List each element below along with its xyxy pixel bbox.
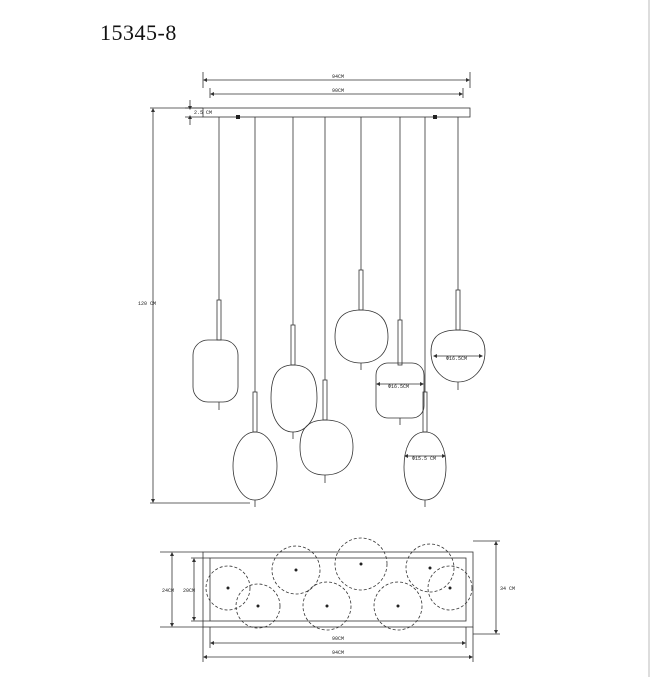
canopy-height-label: 2.5 CM xyxy=(194,110,212,116)
canopy-outer-width-dimension xyxy=(202,72,471,88)
top-view: 20CM 24CM 34 CM 90CM 94CM xyxy=(160,537,515,662)
canopy-screw-left xyxy=(236,115,240,119)
diameter-label-b: Φ16.5CM xyxy=(388,384,409,390)
diameter-label-c: Φ15.5 CM xyxy=(412,456,436,462)
top-shade-centers xyxy=(226,562,452,608)
overall-depth-dimension xyxy=(473,540,500,635)
canopy-screw-right xyxy=(433,115,437,119)
model-code: 15345-8 xyxy=(100,20,177,45)
front-view: 94CM 90CM 2.5 CM 120 CM xyxy=(138,72,486,507)
top-canopy-inner xyxy=(209,557,467,622)
pendant-8 xyxy=(430,117,486,390)
total-height-label: 120 CM xyxy=(138,301,156,307)
canopy-inner-width-label: 90CM xyxy=(332,88,344,94)
diameter-label-a: Φ16.5CM xyxy=(446,356,467,362)
pendant-7 xyxy=(403,117,447,507)
outer-depth-label: 24CM xyxy=(162,588,174,594)
outer-length-dimension xyxy=(202,627,474,662)
inner-length-label: 90CM xyxy=(332,636,344,642)
canopy-outer-width-label: 94CM xyxy=(332,74,344,80)
canopy-inner-width-dimension xyxy=(209,88,464,98)
top-shade-outlines xyxy=(205,537,473,631)
outer-depth-dimension xyxy=(160,551,203,628)
pendant-5 xyxy=(334,117,389,370)
pendant-4 xyxy=(299,117,354,483)
inner-depth-label: 20CM xyxy=(183,588,195,594)
inner-length-dimension xyxy=(209,627,467,648)
pendant-1 xyxy=(192,117,239,410)
inner-depth-dimension xyxy=(191,557,210,622)
pendant-6 xyxy=(375,117,425,425)
total-height-dimension xyxy=(150,107,250,504)
pendant-3 xyxy=(270,117,318,439)
pendant-2 xyxy=(232,117,278,507)
outer-length-label: 94CM xyxy=(332,650,344,656)
overall-depth-label: 34 CM xyxy=(500,586,515,592)
canopy-bar xyxy=(202,107,471,118)
